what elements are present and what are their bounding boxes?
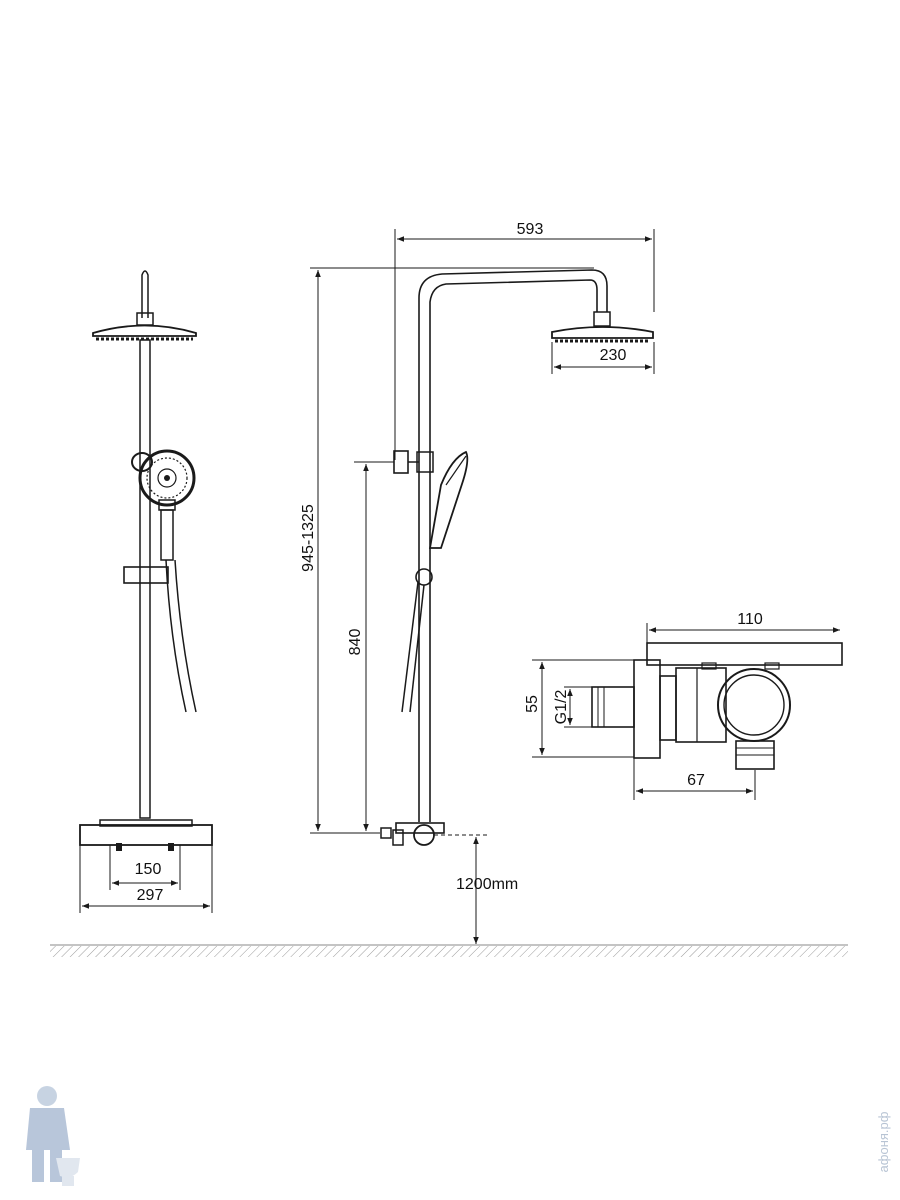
- mixer-projection-label: 67: [687, 772, 705, 789]
- plumber-mascot-logo: [26, 1086, 80, 1186]
- front-view: 150 297: [79, 270, 213, 913]
- front-shower-head: [92, 312, 197, 341]
- front-riser-pipe: [139, 339, 151, 819]
- side-hose: [401, 581, 419, 713]
- front-top-arm: [141, 270, 149, 318]
- inlet-spacing-label: 150: [135, 861, 162, 878]
- front-hose: [165, 559, 187, 713]
- height-range-label: 945-1325: [300, 504, 317, 572]
- side-holder-knob: [393, 450, 409, 474]
- head-diameter-label: 230: [600, 347, 627, 364]
- mixer-width-label: 297: [137, 887, 164, 904]
- thread-label: G1/2: [553, 690, 570, 725]
- mixer-height-label: 55: [524, 695, 541, 713]
- side-view: 593 230 945-1325 840 1200mm: [300, 221, 655, 944]
- mixer-depth-label: 110: [737, 611, 763, 628]
- mixer-detail-view: 110 55 G1/2 67: [524, 611, 843, 800]
- watermark-site-text: афоня.рф: [876, 1111, 891, 1172]
- front-slide-bracket: [123, 566, 169, 584]
- holder-height-label: 840: [347, 629, 364, 656]
- side-hand-shower: [428, 450, 469, 549]
- install-height-label: 1200mm: [456, 876, 518, 893]
- floor-hatch: [50, 944, 848, 957]
- side-shower-head: [551, 311, 654, 343]
- front-hand-shower: [138, 449, 196, 561]
- overall-width-label: 593: [517, 221, 544, 238]
- front-mixer: [79, 819, 213, 851]
- side-riser-arm: [418, 269, 608, 822]
- side-mixer: [380, 822, 445, 846]
